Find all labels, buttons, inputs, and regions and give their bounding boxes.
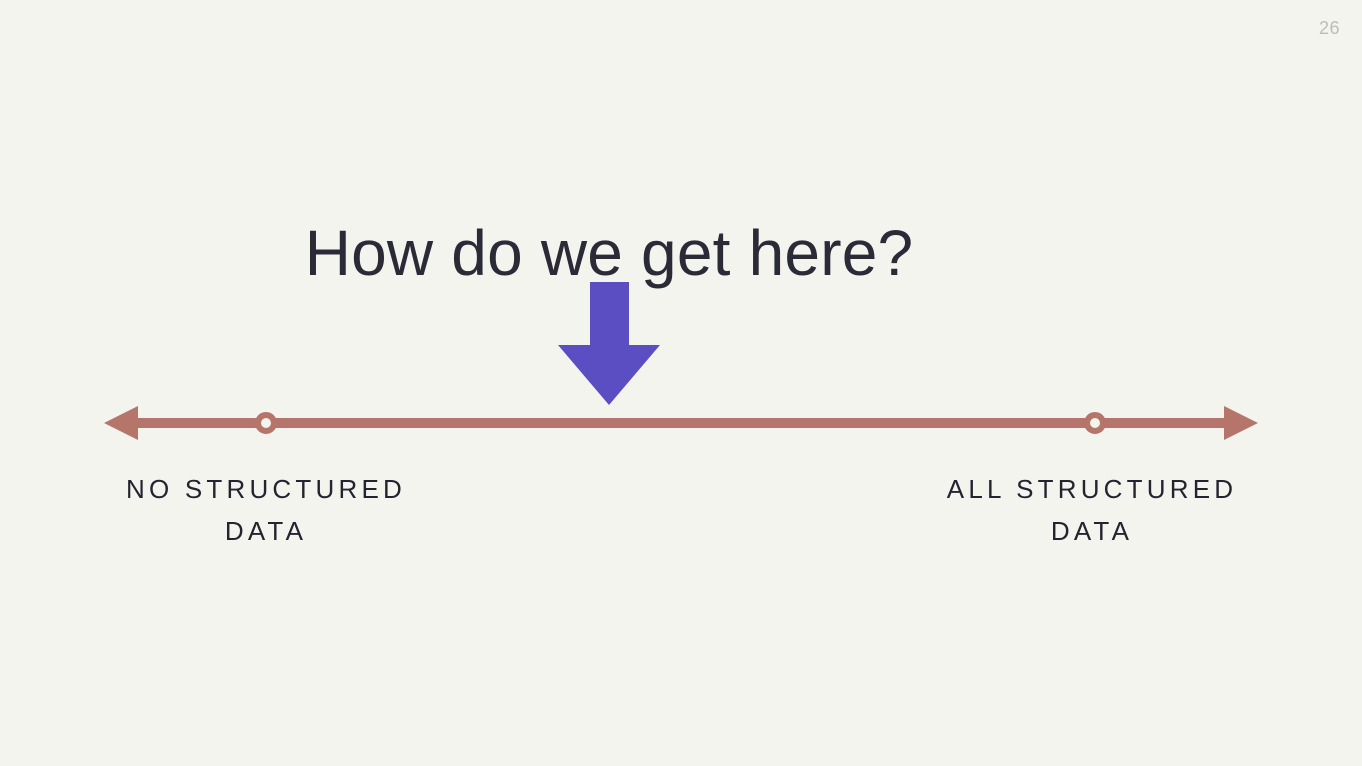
- spectrum-axis-line: [120, 418, 1240, 428]
- arrow-down-icon: [558, 282, 660, 405]
- page-title-text: How do we get here?: [304, 216, 914, 289]
- spectrum-label-left-line2: DATA: [224, 516, 308, 547]
- ring-marker-icon-left: [255, 412, 277, 434]
- arrow-left-icon: [104, 406, 138, 440]
- spectrum-label-left-line1: NO STRUCTURED: [126, 474, 406, 504]
- spectrum-label-right-line2: DATA: [1050, 516, 1134, 547]
- spectrum-label-right-line1: ALL STRUCTURED: [946, 474, 1238, 504]
- spectrum-label-left: NO STRUCTURED DATA: [6, 468, 526, 552]
- page-title: How do we get here?: [0, 221, 1362, 285]
- arrow-right-icon: [1224, 406, 1258, 440]
- ring-marker-icon-right: [1084, 412, 1106, 434]
- spectrum-label-right: ALL STRUCTURED DATA: [832, 468, 1352, 552]
- page-number: 26: [1318, 18, 1340, 38]
